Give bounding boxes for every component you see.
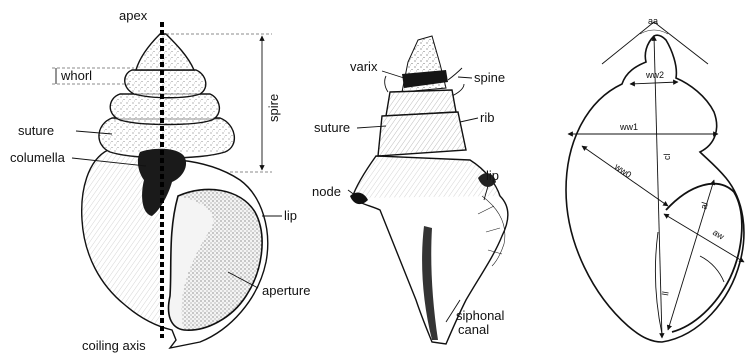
shell-b-body-ribs	[352, 156, 500, 198]
figure-b-shell: varix spine suture rib node lip siphonal…	[312, 36, 508, 344]
label-ww0: ww0	[612, 161, 633, 180]
shell-a-spire-texture	[99, 34, 234, 152]
label-varix: varix	[350, 59, 378, 74]
label-ll: ll	[660, 291, 671, 297]
figure-c-outline: aa ww2 ww1 ww0 cl al aw ll	[566, 16, 744, 342]
label-canal: canal	[458, 322, 489, 337]
label-apex: apex	[119, 8, 148, 23]
label-aw: aw	[711, 227, 726, 242]
label-aperture: aperture	[262, 283, 310, 298]
label-ww2: ww2	[645, 70, 664, 80]
label-aa: aa	[648, 16, 658, 26]
measure-aw	[664, 214, 744, 262]
label-spine: spine	[474, 70, 505, 85]
label-spire: spire	[266, 94, 281, 122]
figure-a-shell: apex whorl spire suture columella lip ap…	[10, 8, 310, 353]
label-lip: lip	[284, 208, 297, 223]
label-whorl: whorl	[60, 68, 92, 83]
label-siphonal: siphonal	[456, 308, 505, 323]
label-al: al	[698, 201, 710, 211]
label-lip-b: lip	[486, 168, 499, 183]
label-node: node	[312, 184, 341, 199]
label-rib: rib	[480, 110, 494, 125]
measure-ww2	[630, 82, 678, 84]
label-suture-b: suture	[314, 120, 350, 135]
measure-al	[668, 180, 714, 330]
label-coiling-axis: coiling axis	[82, 338, 146, 353]
label-suture: suture	[18, 123, 54, 138]
label-columella: columella	[10, 150, 66, 165]
label-ww1: ww1	[619, 122, 638, 132]
label-cl: cl	[662, 154, 672, 161]
